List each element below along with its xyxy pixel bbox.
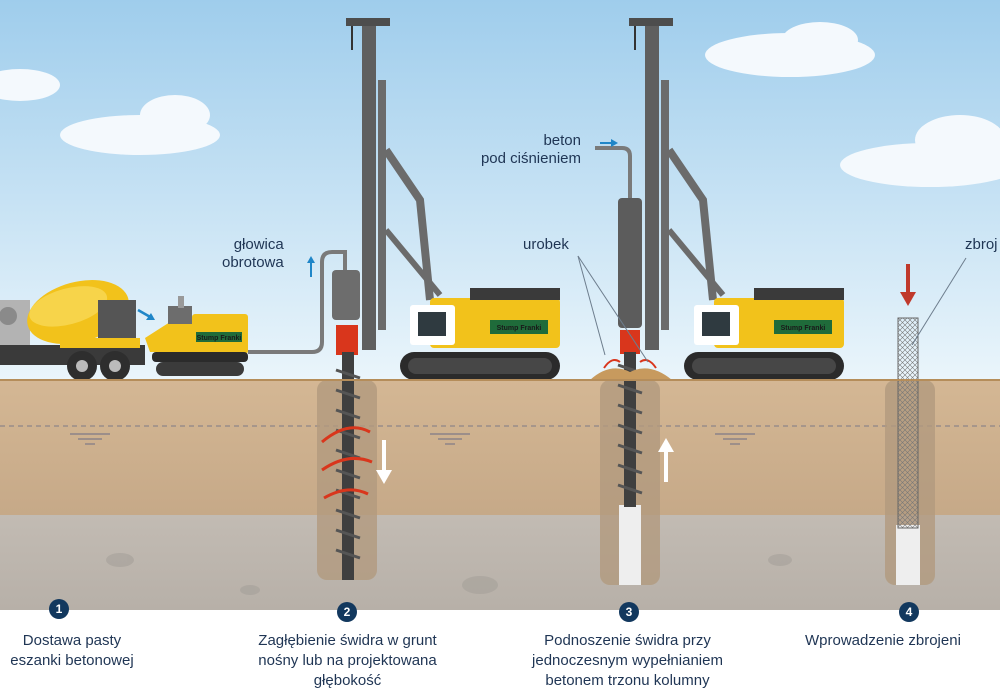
concrete-pump: Stump Franki	[145, 296, 248, 376]
spoil-arrows	[603, 359, 657, 369]
groundwater-marks	[70, 433, 755, 445]
concrete-mixer-truck	[0, 269, 145, 381]
label-pressure-concrete: beton pod ciśnieniem	[480, 132, 581, 167]
step-caption-1: Dostawa pasty eszanki betonowej	[10, 632, 134, 669]
brand-label-pump: Stump Franki	[197, 335, 242, 342]
reinforcement-cage	[897, 317, 919, 529]
soil-lower-layer	[0, 515, 1000, 610]
drilling-rig-3: Stump Franki	[629, 18, 844, 380]
spoil-leader-lines	[577, 255, 649, 363]
concrete-pipe-3	[595, 146, 632, 200]
reinforcement-leader-line	[911, 257, 967, 346]
step-caption-4: Wprowadzenie zbrojeni	[805, 632, 961, 649]
spoil-heap	[590, 368, 672, 380]
step-badge-4: 4	[899, 602, 919, 622]
step-badge-1: 1	[49, 599, 69, 619]
drilling-rig-2: Stump Franki	[332, 18, 560, 380]
concrete-hose-2	[248, 250, 347, 354]
label-reinforcement: zbroj	[965, 236, 998, 253]
concrete-column-3	[619, 505, 641, 585]
step-badge-2: 2	[337, 602, 357, 622]
step-badge-3: 3	[619, 602, 639, 622]
soil-upper-layer	[0, 380, 1000, 515]
label-rotary-head: głowica obrotowa	[222, 236, 284, 271]
concrete-column-4	[896, 525, 920, 585]
step-caption-3: Podnoszenie świdra przy jednoczesnym wyp…	[532, 632, 723, 689]
brand-label-rig-3: Stump Franki	[781, 325, 826, 332]
step-caption-2: Zagłębienie świdra w grunt nośny lub na …	[258, 632, 437, 689]
brand-label-rig-2: Stump Franki	[497, 325, 542, 332]
rotation-indicator	[321, 426, 373, 500]
cfa-pile-process-illustration: Stump Franki Stump Franki	[0, 0, 1000, 610]
auger-2	[342, 352, 354, 580]
clouds	[0, 22, 1000, 187]
label-spoil: urobek	[523, 236, 569, 253]
